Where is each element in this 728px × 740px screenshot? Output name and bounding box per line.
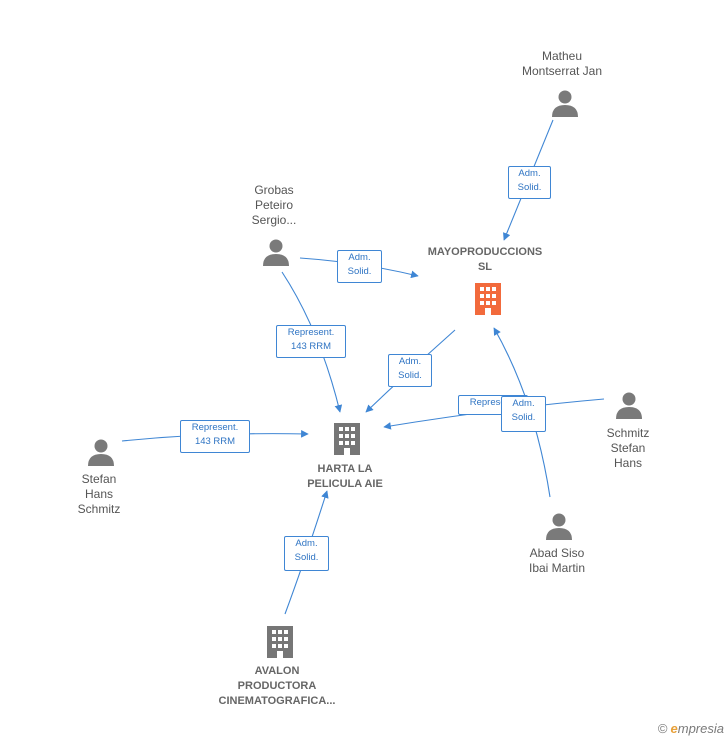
empresia-logo: ©empresia (658, 721, 724, 736)
node-label-schmitz[interactable]: Schmitz Stefan Hans (593, 426, 663, 471)
label-line: Ibai Martin (528, 561, 586, 575)
label-line: Montserrat Jan (521, 64, 603, 78)
node-label-mayo[interactable]: MAYOPRODUCCIONS SL (410, 245, 560, 275)
label-line: Schmitz (606, 426, 650, 440)
edge-badge-grobas-mayo[interactable]: Adm. Solid. (337, 250, 382, 283)
person-icon[interactable] (550, 88, 580, 118)
badge-line: Represent. (191, 422, 239, 433)
label-line: Hans (84, 487, 113, 501)
edge-badge-matheu-mayo[interactable]: Adm. Solid. (508, 166, 551, 199)
badge-line: Adm. (348, 252, 371, 263)
badge-line: Adm. (512, 398, 535, 409)
person-icon[interactable] (544, 511, 574, 541)
badge-line: Solid. (347, 266, 372, 277)
brand-initial: e (670, 721, 678, 736)
node-label-matheu[interactable]: Matheu Montserrat Jan (500, 49, 624, 79)
badge-line: Adm. (398, 356, 422, 367)
badge-line: 143 RRM (290, 341, 332, 352)
badge-line: Adm. (518, 168, 541, 179)
edge-badge-grobas-harta[interactable]: Represent. 143 RRM (276, 325, 346, 358)
label-line: HARTA LA (317, 463, 373, 475)
edge-badge-abad-mayo[interactable]: Adm. Solid. (501, 396, 546, 432)
person-icon[interactable] (261, 237, 291, 267)
badge-line: 143 RRM (194, 436, 236, 447)
label-line: PELICULA AIE (307, 478, 383, 490)
node-label-stefan[interactable]: Stefan Hans Schmitz (64, 472, 134, 517)
label-line: SL (477, 261, 493, 273)
label-line: Peteiro (254, 198, 294, 212)
label-line: Schmitz (77, 502, 121, 516)
person-icon[interactable] (614, 390, 644, 420)
label-line: MAYOPRODUCCIONS (427, 246, 543, 258)
node-label-harta[interactable]: HARTA LA PELICULA AIE (290, 462, 400, 492)
building-icon[interactable] (472, 281, 504, 317)
label-line: Stefan (610, 441, 646, 455)
node-label-grobas[interactable]: Grobas Peteiro Sergio... (234, 183, 314, 228)
badge-line: Solid. (398, 370, 422, 381)
badge-line: Adm. (295, 538, 318, 549)
edge-badge-mayo-harta[interactable]: Adm. Solid. (388, 354, 432, 387)
badge-line: Represent. (287, 327, 335, 338)
label-line: AVALON (254, 665, 300, 677)
badge-line: Solid. (517, 182, 542, 193)
badge-line: Represent. (469, 397, 517, 408)
building-icon[interactable] (331, 421, 363, 457)
badge-line: Solid. (511, 412, 536, 423)
label-line: Hans (613, 456, 642, 470)
label-line: Abad Siso (529, 546, 585, 560)
label-line: Stefan (81, 472, 117, 486)
edge-badge-avalon-harta[interactable]: Adm. Solid. (284, 536, 329, 571)
node-label-abad[interactable]: Abad Siso Ibai Martin (507, 546, 607, 576)
label-line: PRODUCTORA (237, 680, 317, 692)
label-line: Grobas (254, 183, 294, 197)
node-label-avalon[interactable]: AVALON PRODUCTORA CINEMATOGRAFICA... (207, 664, 347, 709)
person-icon[interactable] (86, 437, 116, 467)
label-line: Matheu (541, 49, 583, 63)
label-line: Sergio... (251, 213, 297, 227)
building-icon[interactable] (264, 624, 296, 660)
edge-badge-stefan-harta[interactable]: Represent. 143 RRM (180, 420, 250, 453)
badge-line: Solid. (294, 552, 319, 563)
brand-name: mpresia (677, 721, 724, 736)
label-line: CINEMATOGRAFICA... (218, 695, 336, 707)
copyright-symbol: © (657, 721, 668, 736)
